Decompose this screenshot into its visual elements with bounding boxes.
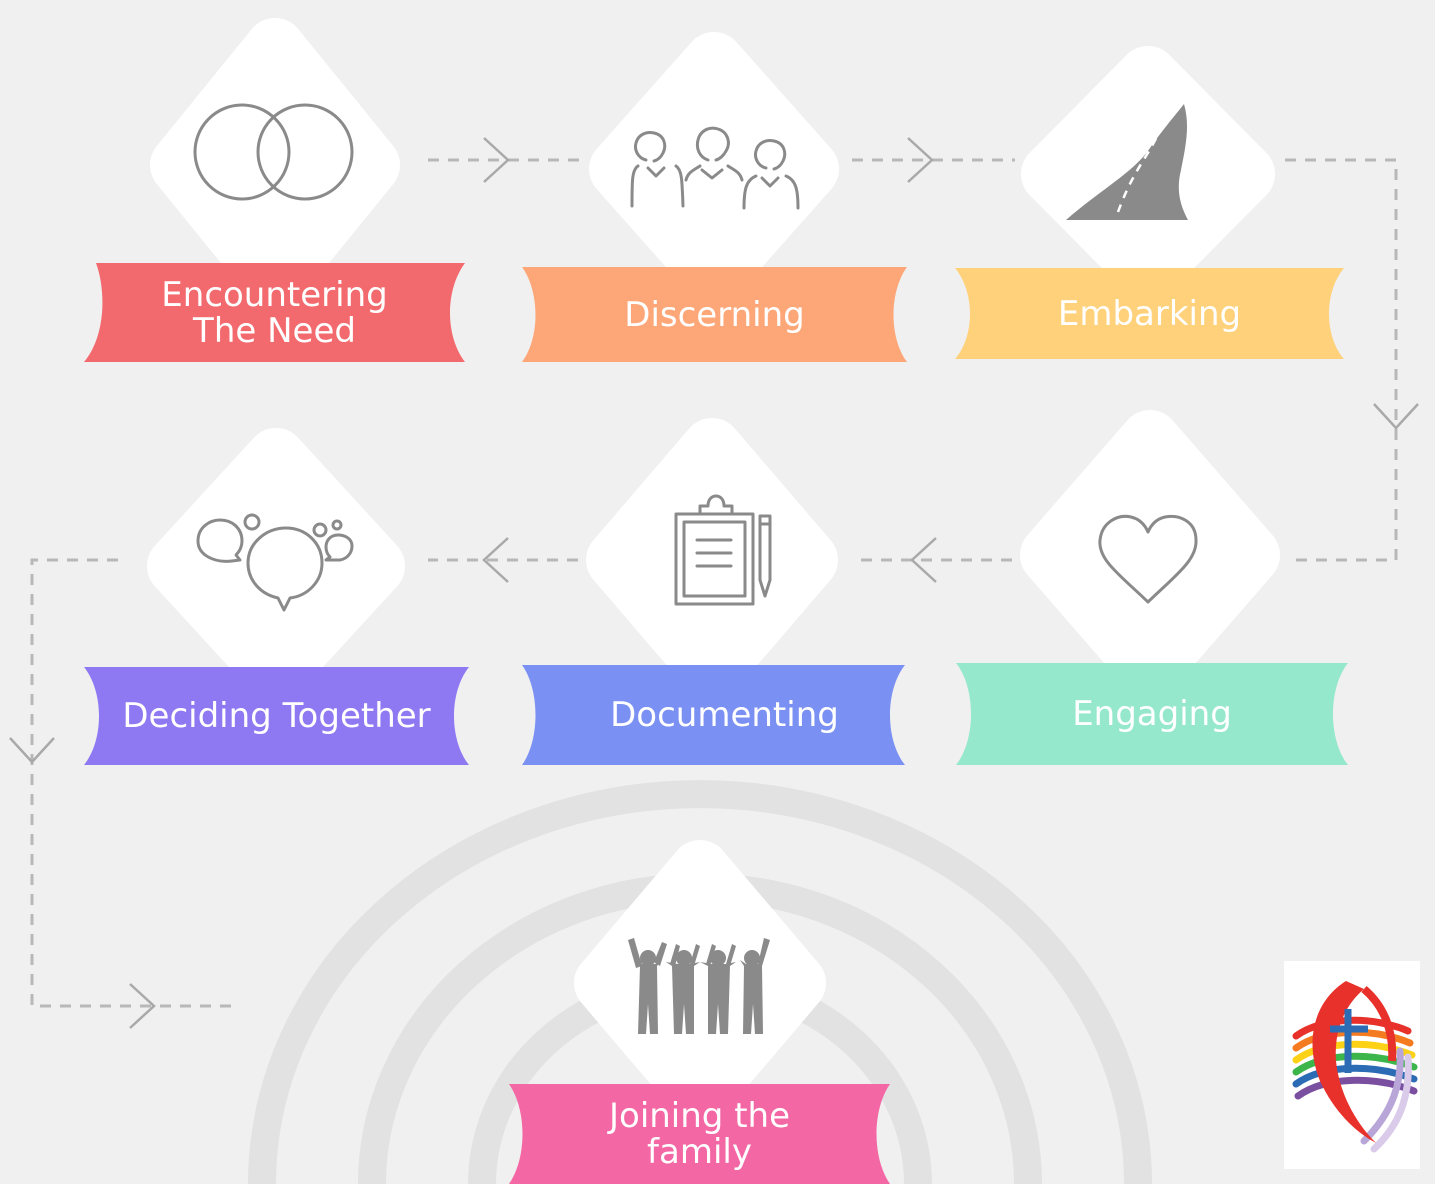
step-label-line: Engaging [1072, 694, 1232, 734]
step-label-engaging: Engaging [956, 663, 1348, 765]
step-label-line: Joining the [608, 1096, 790, 1136]
overlapping-circles-icon [193, 103, 354, 201]
diamond-encountering [150, 18, 400, 312]
diamonds [147, 18, 1280, 1126]
step-label-line: Embarking [1057, 293, 1242, 334]
logo-graphic [1292, 981, 1418, 1153]
step-label-line: Deciding Together [122, 696, 431, 736]
step-label-joining-the-family: Joining the family [509, 1084, 890, 1184]
diamond-joining-the-family [574, 840, 826, 1126]
church-logo [1284, 961, 1420, 1169]
clipboard-pencil-icon [674, 494, 772, 606]
ribbon-documenting [522, 665, 905, 765]
step-label-encountering: Encountering The Need [84, 263, 465, 362]
diamond-engaging [1020, 410, 1280, 700]
step-label-documenting: Documenting [522, 665, 927, 765]
ribbon-encountering [84, 263, 465, 362]
ribbon-joining-the-family [509, 1084, 890, 1184]
heart-icon [1098, 514, 1198, 604]
diamond-documenting [586, 418, 838, 702]
ribbons [84, 263, 1348, 1184]
step-label-deciding-together: Deciding Together [84, 667, 469, 765]
ribbon-discerning [522, 267, 907, 362]
step-label-line: The Need [193, 310, 356, 351]
step-label-line: Documenting [610, 695, 839, 735]
step-label-discerning: Discerning [522, 267, 907, 362]
step-label-line: Discerning [624, 294, 805, 335]
step-label-line: Encountering [161, 274, 388, 315]
step-label-line: family [647, 1132, 752, 1172]
speech-bubbles-icon [196, 513, 354, 612]
flow-arrowheads [9, 137, 1419, 1029]
diamond-deciding-together [147, 428, 405, 704]
ribbon-engaging [956, 663, 1348, 765]
road-icon [1066, 104, 1188, 220]
ribbon-embarking [955, 268, 1344, 359]
people-celebrating-icon [628, 938, 770, 1034]
group-people-icon [630, 126, 800, 210]
step-label-embarking: Embarking [955, 268, 1344, 359]
ribbon-deciding-together [84, 667, 469, 765]
